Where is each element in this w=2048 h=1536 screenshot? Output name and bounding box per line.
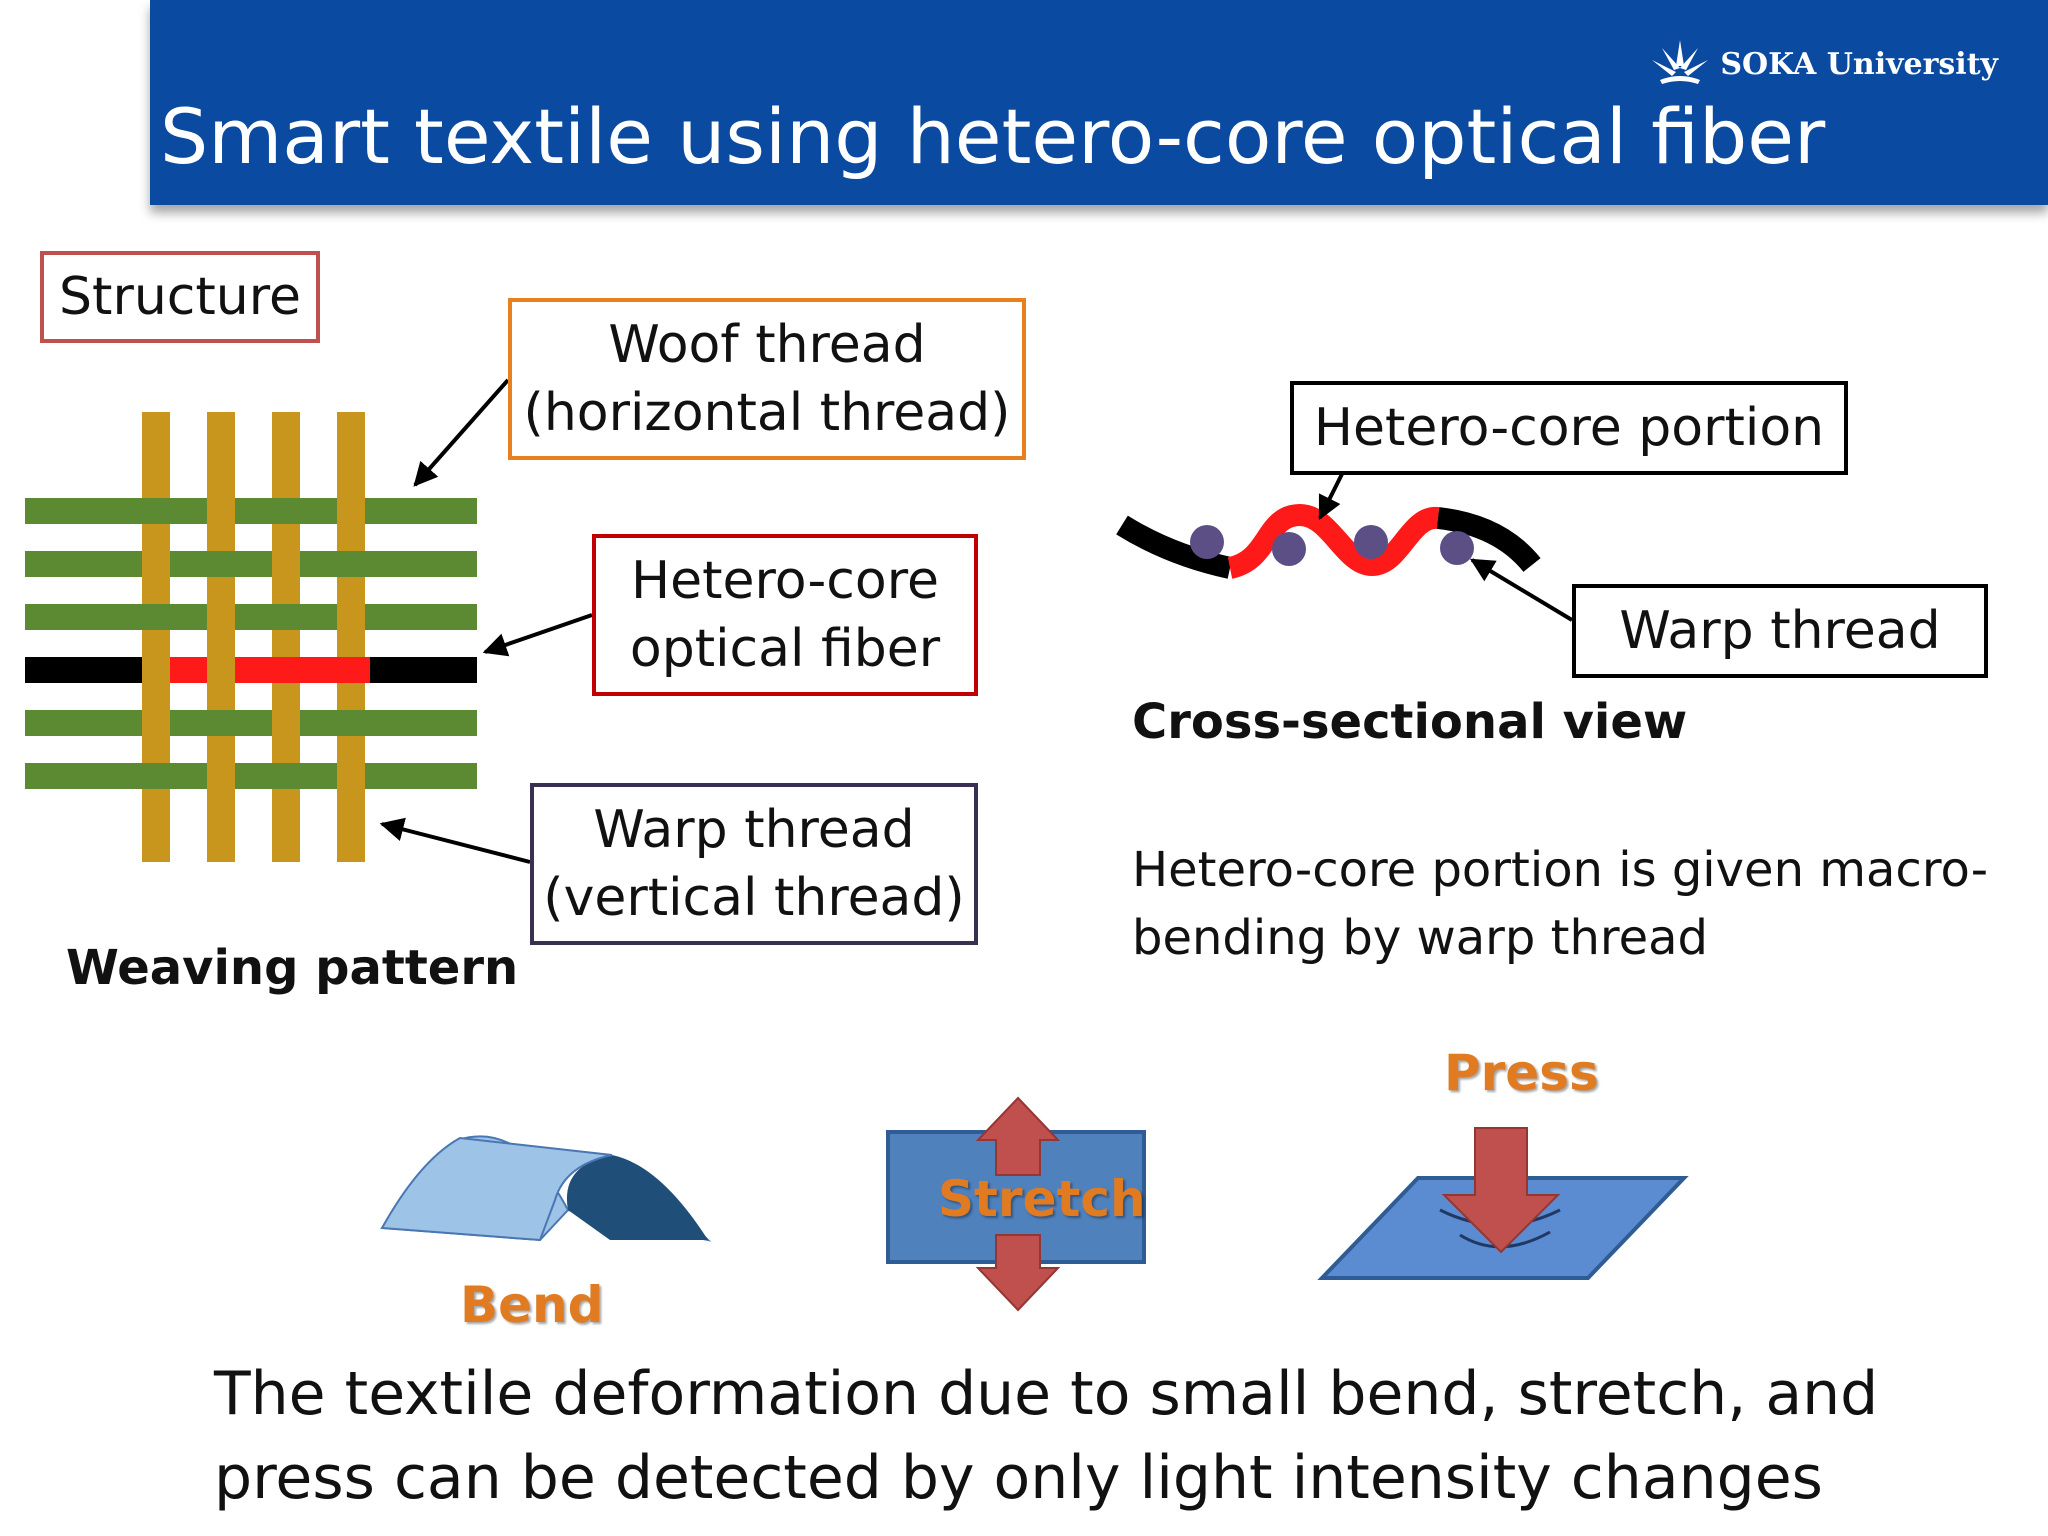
structure-label: Structure [40, 251, 320, 343]
warp-arrow [379, 817, 531, 864]
cross-section-diagram [1116, 471, 1574, 622]
title-bar [150, 0, 2048, 205]
woof-thread-label: Woof thread (horizontal thread) [508, 298, 1026, 460]
cross-section-caption: Cross-sectional view [1132, 694, 1688, 750]
woof-arrow [413, 378, 510, 487]
conclusion-text: The textile deformation due to small ben… [214, 1359, 1879, 1513]
warp-thread-cross-label: Warp thread [1572, 584, 1988, 678]
optical-fiber-label: Hetero-core optical fiber [592, 534, 978, 696]
university-logo-icon [1652, 40, 1709, 84]
university-name: SOKA University [1720, 46, 1998, 82]
press-illustration [1317, 1127, 1689, 1280]
cross-section-description: Hetero-core portion is given macro- bend… [1132, 842, 1989, 966]
warp-threads [142, 412, 365, 862]
stretch-illustration [886, 1096, 1146, 1312]
press-label: Press [1444, 1044, 1599, 1102]
woof-threads [25, 498, 477, 789]
fiber-arrow [482, 613, 593, 657]
university-brand: SOKA University [1650, 36, 1998, 92]
warp-thread-label: Warp thread (vertical thread) [530, 783, 978, 945]
stretch-label: Stretch [938, 1170, 1146, 1228]
bend-label: Bend [460, 1276, 604, 1334]
hetero-core-portion-label: Hetero-core portion [1290, 381, 1848, 475]
weaving-pattern-caption: Weaving pattern [66, 940, 519, 996]
slide-title: Smart textile using hetero-core optical … [160, 92, 1826, 181]
bend-illustration [380, 1135, 712, 1242]
